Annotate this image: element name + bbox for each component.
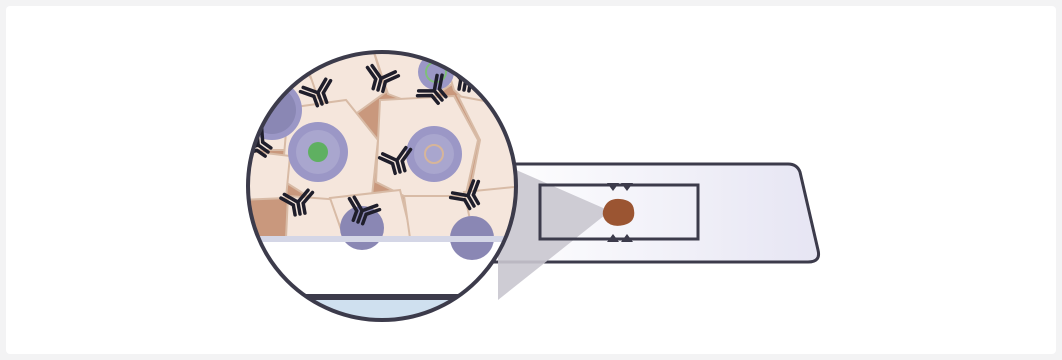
cover-slip-window xyxy=(538,183,700,241)
antibodies xyxy=(248,63,485,226)
zoom-beam xyxy=(498,162,610,300)
magnifier-circle xyxy=(246,50,518,322)
magnified-tissue xyxy=(248,52,516,320)
arrow-markers xyxy=(607,183,633,242)
tissue-sample xyxy=(602,198,635,226)
stained-nucleus xyxy=(308,142,328,162)
